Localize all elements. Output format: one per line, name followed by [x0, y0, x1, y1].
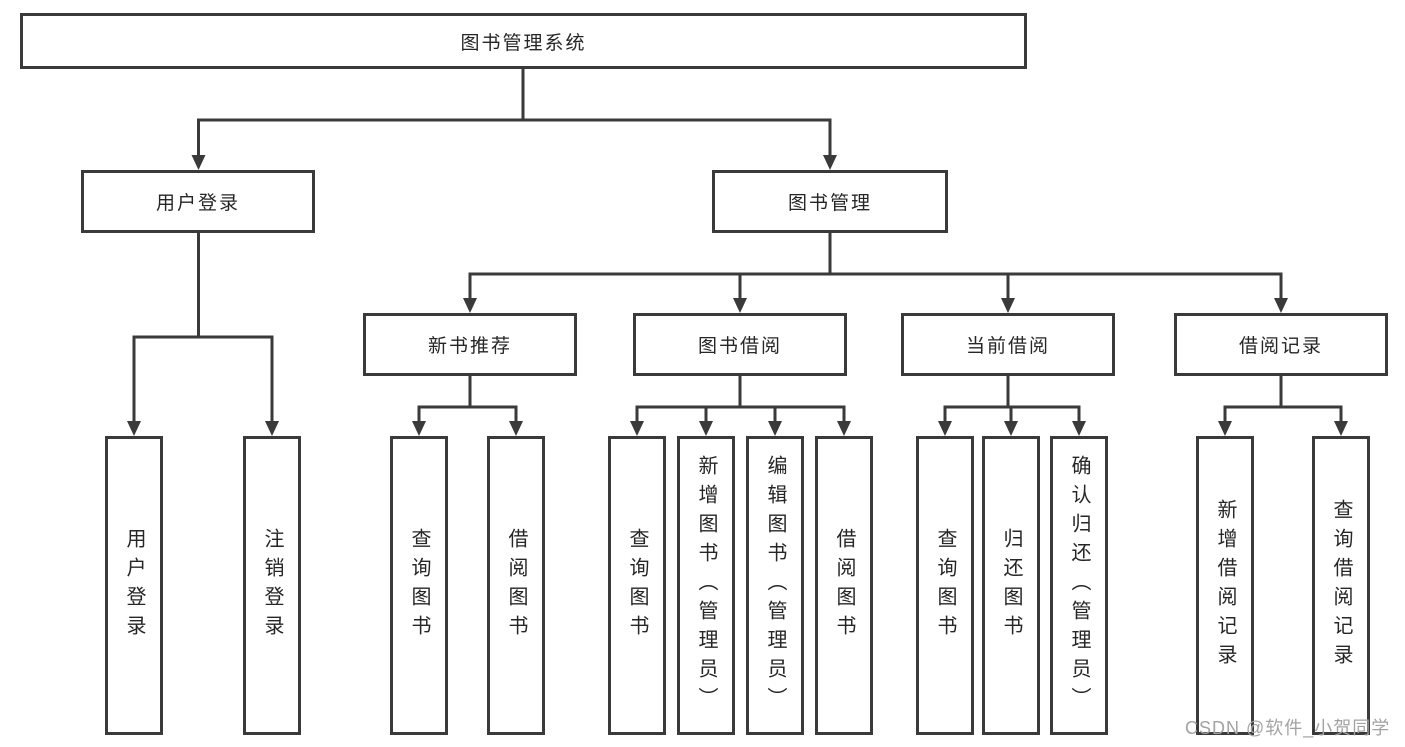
arrowhead-icon: [412, 421, 426, 436]
node-label: 图书管理系统: [460, 32, 587, 54]
node-borrow-books-recommend: 借阅图书: [487, 436, 545, 735]
node-book-management: 图书管理: [712, 170, 948, 233]
arrowhead-icon: [837, 421, 851, 436]
arrowhead-icon: [191, 155, 206, 170]
node-query-borrow-record: 查询借阅记录: [1312, 436, 1370, 735]
node-library-system: 图书管理系统: [20, 13, 1027, 69]
node-user-login: 用户登录: [81, 170, 315, 233]
node-user-login-leaf: 用户登录: [105, 436, 163, 735]
node-label: 图书管理: [787, 193, 872, 214]
node-add-borrow-record: 新增借阅记录: [1196, 436, 1254, 735]
arrowhead-icon: [1334, 421, 1348, 436]
node-label: 当前借阅: [965, 336, 1050, 357]
arrowhead-icon: [768, 421, 782, 436]
node-return-books: 归还图书: [982, 436, 1040, 735]
arrowhead-icon: [938, 421, 952, 436]
node-borrowing-records: 借阅记录: [1174, 313, 1388, 376]
node-label: 借阅图书: [833, 527, 855, 644]
node-label: 查询图书: [408, 527, 430, 644]
arrowhead-icon: [1072, 421, 1086, 436]
node-label: 借阅记录: [1238, 336, 1323, 357]
arrowhead-icon: [127, 421, 141, 436]
node-new-book-recommend: 新书推荐: [363, 313, 577, 376]
node-label: 查询借阅记录: [1330, 498, 1352, 673]
node-current-borrowing: 当前借阅: [901, 313, 1115, 376]
csdn-watermark: CSDN @软件_小贺同学: [1185, 718, 1391, 738]
node-label: 图书借阅: [697, 336, 782, 357]
node-label: 注销登录: [261, 527, 283, 644]
node-book-borrowing: 图书借阅: [633, 313, 847, 376]
node-label: 新增图书（管理员）: [695, 455, 717, 716]
node-edit-books-admin: 编辑图书（管理员）: [746, 436, 804, 735]
arrowhead-icon: [1004, 421, 1018, 436]
node-confirm-return-admin: 确认归还（管理员）: [1050, 436, 1108, 735]
node-label: 确认归还（管理员）: [1068, 455, 1090, 716]
node-borrow-books: 借阅图书: [815, 436, 873, 735]
node-query-books-current: 查询图书: [916, 436, 974, 735]
node-label: 用户登录: [155, 193, 240, 214]
arrowhead-icon: [1001, 298, 1015, 313]
node-query-books-borrowing: 查询图书: [608, 436, 666, 735]
node-label: 用户登录: [123, 527, 145, 644]
arrowhead-icon: [265, 421, 279, 436]
arrowhead-icon: [823, 155, 837, 170]
node-query-books-recommend: 查询图书: [390, 436, 448, 735]
arrowhead-icon: [463, 298, 477, 313]
arrowhead-icon: [509, 421, 523, 436]
node-label: 归还图书: [1000, 527, 1022, 644]
arrowhead-icon: [699, 421, 713, 436]
arrowhead-icon: [630, 421, 644, 436]
arrowhead-icon: [1218, 421, 1232, 436]
node-label: 查询图书: [934, 527, 956, 644]
node-label: 借阅图书: [505, 527, 527, 644]
arrowhead-icon: [1274, 298, 1288, 313]
arrowhead-icon: [733, 298, 747, 313]
node-label: 新增借阅记录: [1214, 498, 1236, 673]
node-logout: 注销登录: [243, 436, 301, 735]
node-label: 新书推荐: [427, 336, 512, 357]
node-label: 编辑图书（管理员）: [764, 455, 786, 716]
node-add-books-admin: 新增图书（管理员）: [677, 436, 735, 735]
node-label: 查询图书: [626, 527, 648, 644]
